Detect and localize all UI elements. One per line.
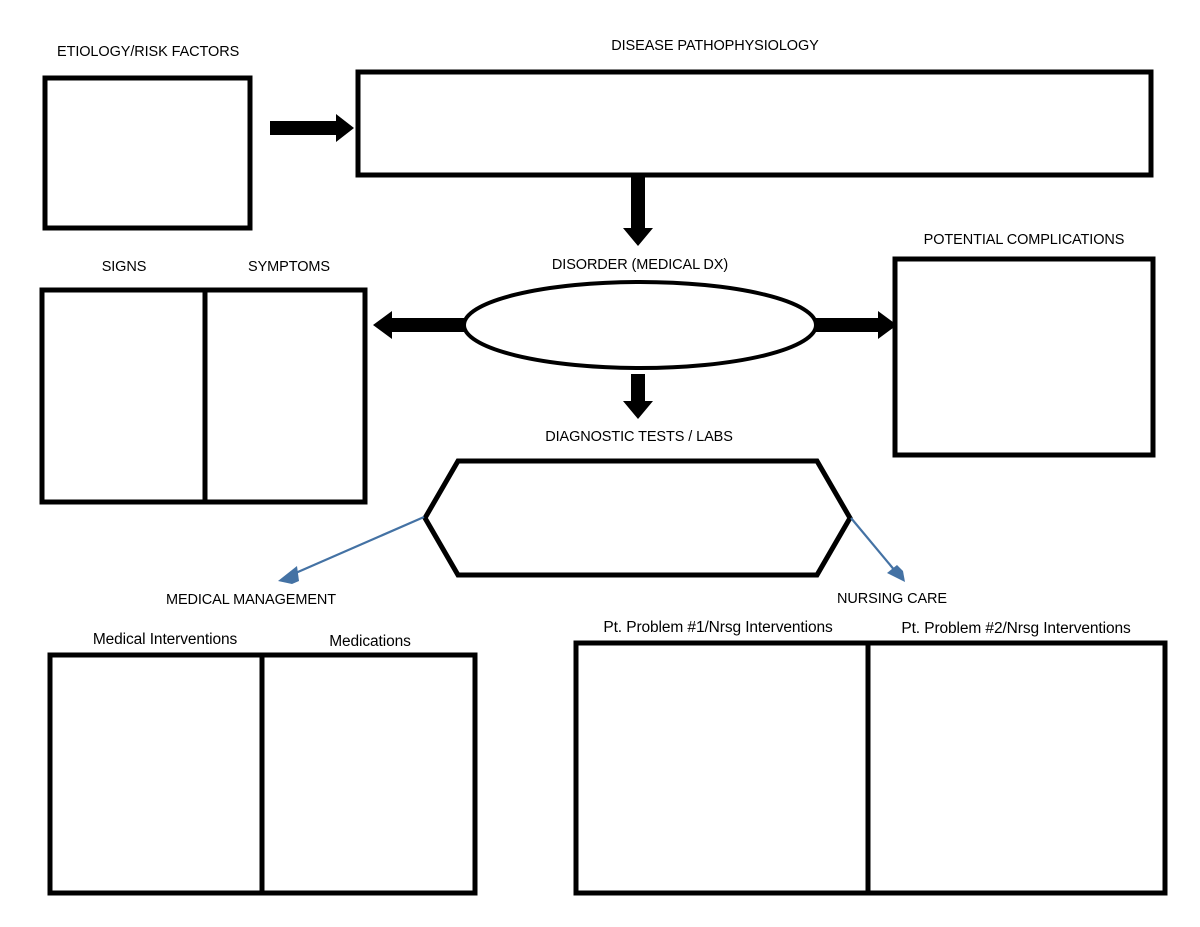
pathophysiology-to-disorder-arrow [623,175,653,246]
pt-problem-1-label: Pt. Problem #1/Nrsg Interventions [603,619,833,636]
disorder-to-symptoms-arrow [373,311,466,339]
signs-label: SIGNS [101,259,147,275]
diagnostics-to-medical-management-arrow [278,515,425,584]
symptoms-label: SYMPTOMS [248,259,330,275]
potential-complications-box[interactable] [892,256,1156,458]
pathophysiology-box[interactable] [355,69,1154,178]
etiology-to-pathophysiology-arrow [270,114,354,142]
medical-management-label: MEDICAL MANAGEMENT [165,592,337,608]
pathophysiology-label: DISEASE PATHOPHYSIOLOGY [611,38,819,54]
diagnostic-tests-hexagon[interactable] [422,458,853,578]
disorder-to-complications-arrow [816,311,897,339]
etiology-label: ETIOLOGY/RISK FACTORS [57,44,240,60]
diagnostic-tests-label: DIAGNOSTIC TESTS / LABS [545,429,733,445]
diagnostics-to-nursing-care-arrow [850,517,905,582]
etiology-box[interactable] [42,75,253,231]
disorder-to-diagnostics-arrow [623,374,653,419]
pt-problem-2-label: Pt. Problem #2/Nrsg Interventions [901,620,1131,637]
disorder-label: DISORDER (MEDICAL DX) [551,257,729,273]
potential-complications-label: POTENTIAL COMPLICATIONS [923,232,1125,248]
medical-interventions-label: Medical Interventions [92,631,238,648]
nursing-care-label: NURSING CARE [837,591,947,607]
disorder-ellipse[interactable] [462,280,818,370]
medications-label: Medications [329,633,411,650]
